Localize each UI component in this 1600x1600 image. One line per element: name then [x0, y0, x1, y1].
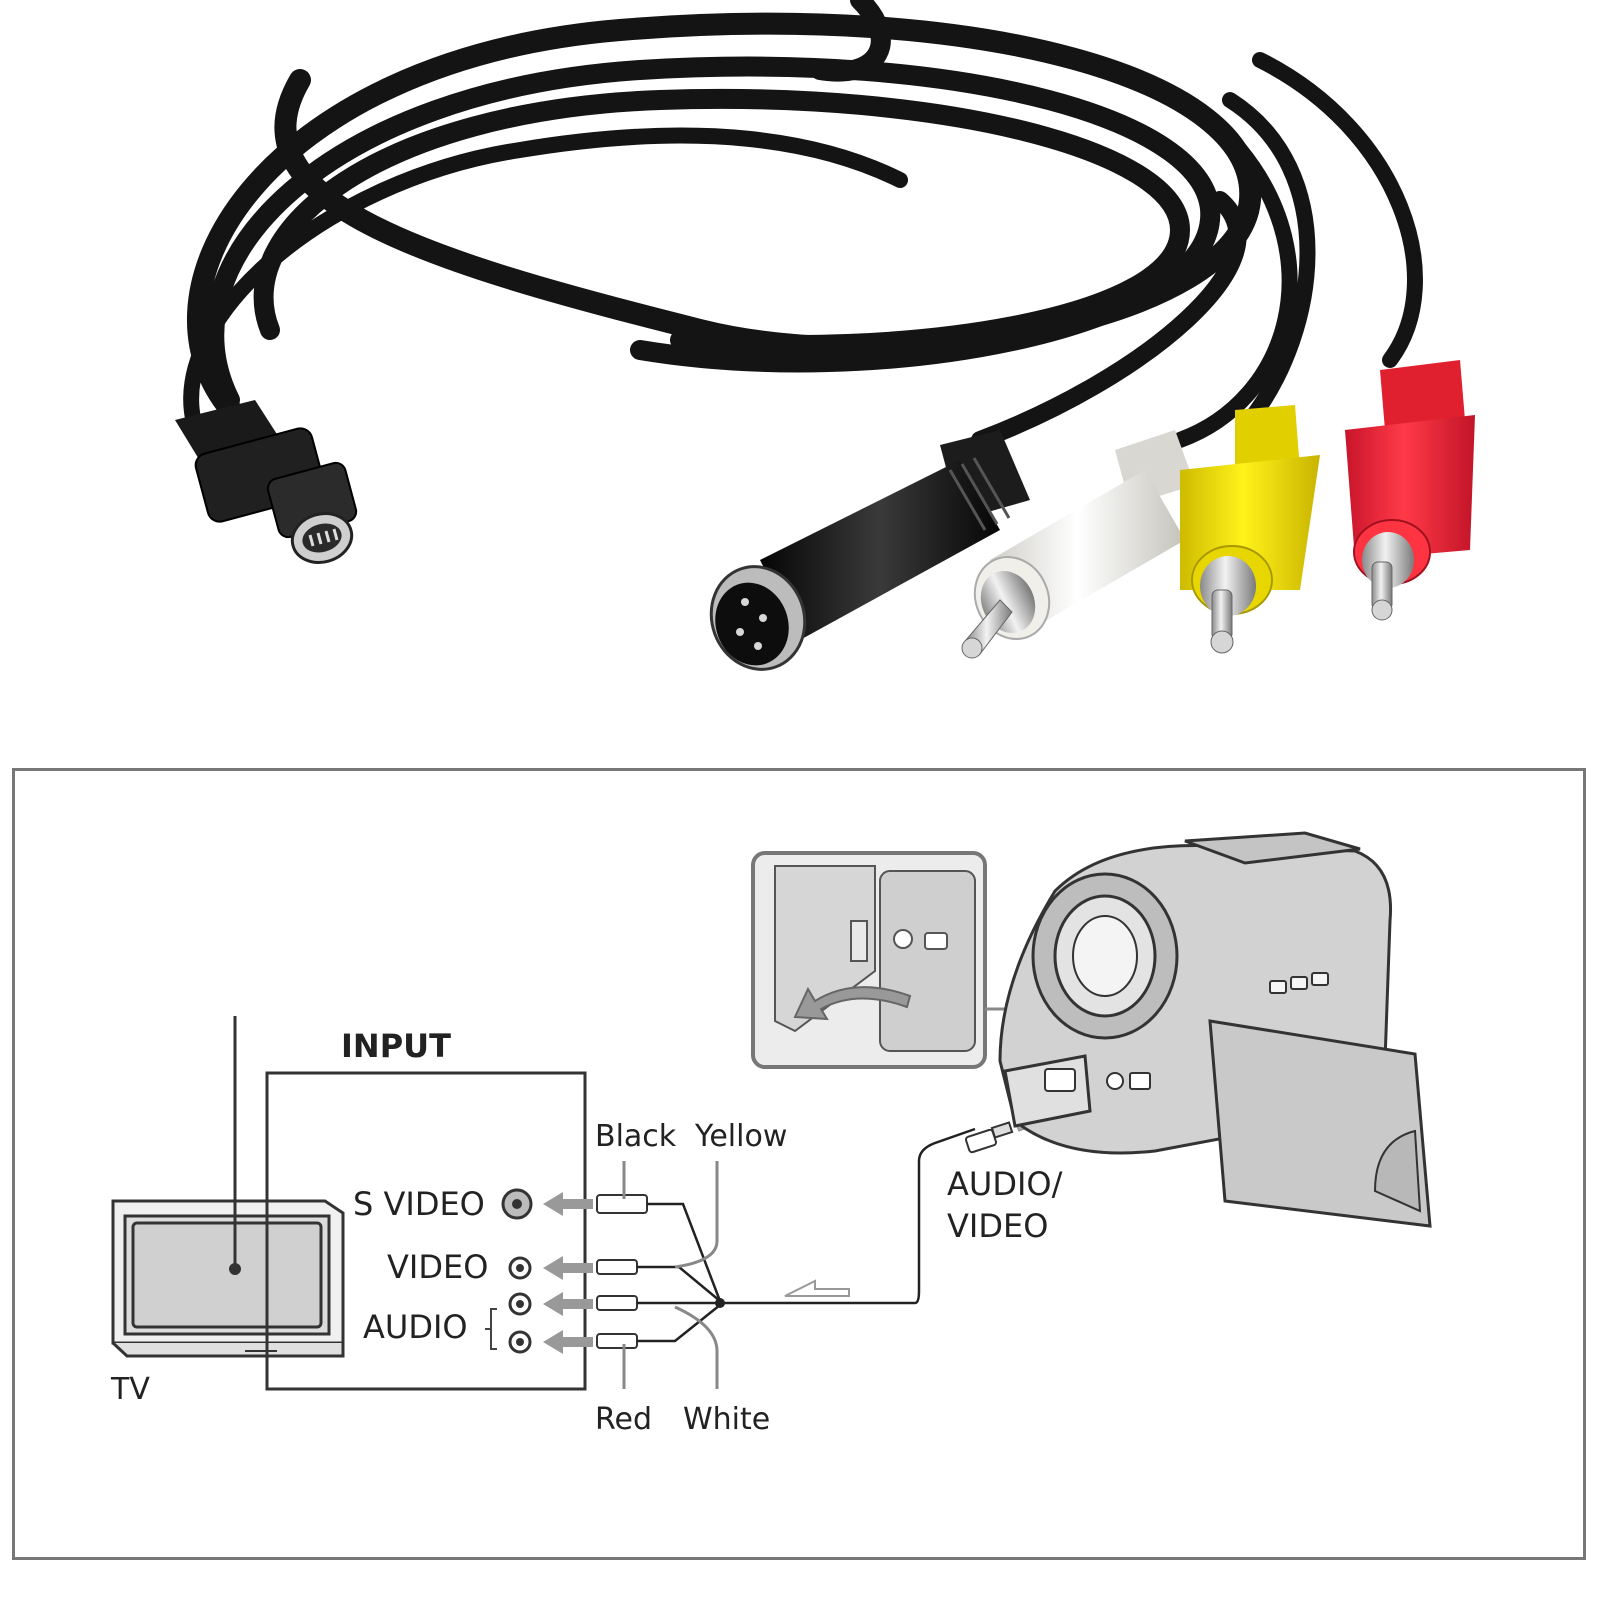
audio-video-label-line1: AUDIO/ [947, 1165, 1063, 1203]
rca-white-plug [961, 430, 1195, 659]
color-callout-lines [622, 1161, 719, 1389]
audio-white-plug-icon [596, 1295, 638, 1311]
rca-red-plug [1345, 360, 1475, 621]
input-arrows [543, 1192, 593, 1354]
signal-direction-arrow-icon [784, 1279, 850, 1297]
audio-r-arrow-icon [543, 1330, 593, 1354]
connection-diagram: TV INPUT S VIDEO VIDEO AUDIO [110, 831, 1432, 1437]
camcorder-jack-inset [751, 851, 987, 1069]
cable-product-photo [175, 0, 1475, 671]
audio-l-jack-icon [508, 1292, 532, 1316]
connection-diagram-frame: TV INPUT S VIDEO VIDEO AUDIO [12, 768, 1586, 1560]
audio-l-arrow-icon [543, 1292, 593, 1316]
audio-r-jack-icon [508, 1330, 532, 1354]
tv-label: TV [110, 1372, 150, 1407]
mini-av-plug [175, 400, 358, 564]
white-plug-label: White [683, 1402, 770, 1437]
s-video-jack-icon [501, 1188, 533, 1220]
diagram-cables [637, 1127, 976, 1343]
inset-open-arrow-icon [793, 986, 912, 1021]
video-arrow-icon [543, 1256, 593, 1280]
black-plug-label: Black [595, 1119, 677, 1154]
audio-red-plug-icon [596, 1333, 638, 1349]
audio-port-label: AUDIO [363, 1308, 468, 1346]
s-video-plug-icon [596, 1194, 648, 1214]
s-video-plug [709, 430, 1030, 671]
audio-bracket [485, 1308, 497, 1350]
s-video-port-label: S VIDEO [353, 1185, 485, 1223]
yellow-plug-label: Yellow [694, 1119, 787, 1154]
cable-coils [183, 0, 1423, 449]
rca-yellow-plug [1180, 405, 1320, 654]
av-mini-plug-icon [964, 1121, 1014, 1154]
red-plug-label: Red [595, 1402, 652, 1437]
video-plug-icon [596, 1259, 638, 1275]
cable-junction [715, 1298, 725, 1308]
video-port-label: VIDEO [387, 1248, 488, 1286]
input-panel [265, 1071, 587, 1391]
video-jack-icon [508, 1256, 532, 1280]
camcorder-illustration [998, 831, 1432, 1228]
audio-video-label-line2: VIDEO [947, 1207, 1048, 1245]
tv-callout-dot [229, 1263, 241, 1275]
input-label: INPUT [341, 1027, 451, 1065]
s-video-arrow-icon [543, 1192, 593, 1216]
diagram-plugs [596, 1194, 648, 1349]
tv-illustration [111, 1199, 345, 1358]
